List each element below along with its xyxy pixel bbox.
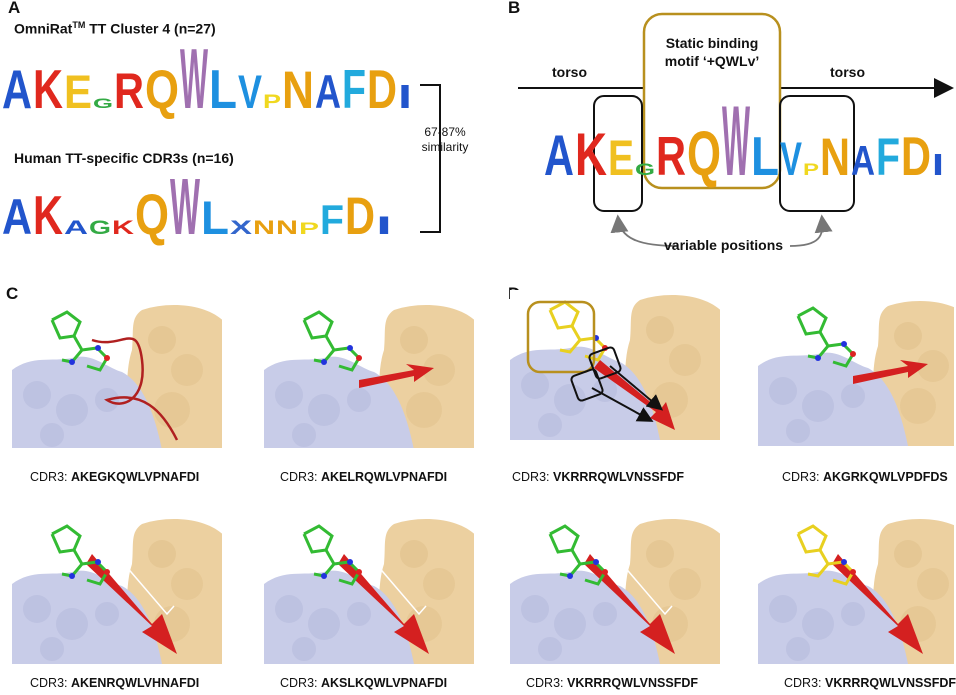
logo-letter: A [851, 137, 875, 184]
torso-label-right: torso [830, 64, 865, 80]
variable-positions-label: variable positions [664, 237, 784, 253]
variable-arrow-left [610, 214, 679, 247]
structure-c3 [12, 514, 222, 664]
caption-c3: CDR3: AKENRQWLVHNAFDI [30, 676, 200, 690]
logo-letter: A [544, 123, 574, 188]
panel-a-top-title: OmniRatTM TT Cluster 4 (n=27) [14, 20, 216, 37]
logo-letter: N [276, 217, 298, 239]
logo-letter: N [253, 217, 275, 239]
logo-letter: P [299, 219, 319, 237]
similarity-bracket [420, 84, 441, 233]
structure-d4 [758, 514, 954, 664]
logo-letter: L [209, 59, 237, 121]
logo-letter: X [230, 217, 252, 239]
logo-letter: W [180, 40, 208, 125]
variable-box-right [779, 95, 855, 212]
logo-letter: W [722, 86, 750, 198]
logo-letter: Q [145, 59, 179, 121]
similarity-label: 67-87% similarity [421, 125, 469, 154]
logo-letter: A [2, 189, 32, 245]
structure-c4 [264, 514, 474, 664]
caption-c4: CDR3: AKSLKQWLVPNAFDI [280, 676, 448, 690]
logo-letter: F [320, 196, 344, 243]
logo-letter: P [263, 91, 281, 113]
logo-letter: F [342, 59, 366, 121]
logo-letter: E [64, 67, 92, 119]
logo-letter: P [803, 160, 819, 178]
structure-d3 [510, 514, 720, 664]
logo-letter: A [315, 67, 341, 119]
logo-letter: G [93, 96, 113, 111]
logo-letter: K [33, 59, 63, 121]
caption-c2: CDR3: AKELRQWLVPNAFDI [280, 470, 448, 484]
logo-letter: I [398, 78, 412, 115]
logo-letter: D [345, 187, 375, 245]
logo-letter: G [635, 160, 655, 178]
structure-d2 [758, 296, 954, 448]
logo-letter: N [282, 61, 314, 119]
caption-d3: CDR3: VKRRRQWLVNSSFDF [526, 676, 698, 690]
structure-c2 [264, 300, 474, 448]
logo-letter: I [932, 148, 944, 182]
logo-letter: K [575, 120, 607, 188]
panel-label-a: A [8, 0, 21, 17]
logo-letter: Q [135, 182, 169, 247]
logo-letter: F [876, 128, 900, 186]
logo-letter: R [656, 126, 686, 188]
structure-c1 [12, 300, 222, 448]
structure-d1 [510, 290, 720, 450]
logo-letter: G [89, 217, 111, 239]
logo-letter: Q [687, 119, 721, 190]
logo-letter: W [170, 170, 200, 250]
logo-letter: L [201, 193, 229, 245]
logo-letter: D [901, 126, 931, 188]
static-motif-box [642, 12, 782, 190]
logo-letter: A [2, 59, 32, 121]
logo-letter: K [112, 217, 134, 239]
static-motif-label: Static binding motif ‘+QWLv’ [664, 35, 760, 69]
logo-letter: V [238, 67, 262, 119]
panel-label-b: B [508, 0, 521, 17]
panel-label-c: C [6, 284, 19, 303]
logo-letter: R [114, 63, 144, 119]
logo-letter: A [64, 217, 88, 239]
variable-box-left [593, 95, 643, 212]
logo-letter: E [608, 130, 634, 186]
torso-label-left: torso [552, 64, 587, 80]
variable-arrow-right [789, 214, 833, 247]
panel-a-bottom-title: Human TT-specific CDR3s (n=16) [14, 150, 234, 166]
caption-c1: CDR3: AKEGKQWLVPNAFDI [30, 470, 200, 484]
caption-d4: CDR3: VKRRRQWLVNSSFDF [784, 676, 956, 690]
logo-letter: V [780, 134, 802, 186]
logo-letter: N [820, 128, 850, 186]
logo-letter: I [376, 212, 392, 240]
logo-letter: D [367, 59, 397, 121]
caption-d1: CDR3: VKRRRQWLVNSSFDF [512, 470, 684, 484]
logo-letter: L [751, 126, 779, 188]
logo-letter: K [33, 185, 63, 247]
caption-d2: CDR3: AKGRKQWLVPDFDS [782, 470, 948, 484]
